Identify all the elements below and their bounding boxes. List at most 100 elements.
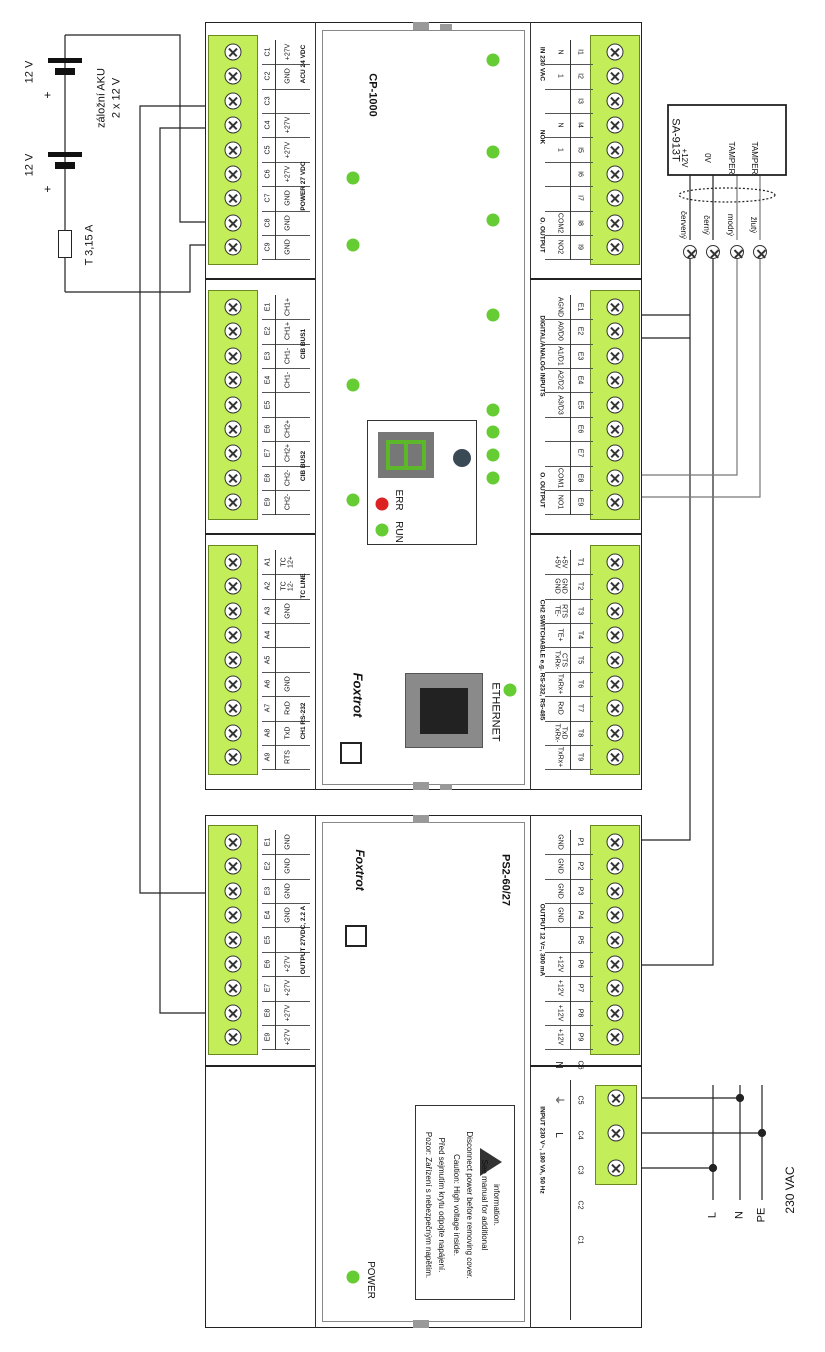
- terminal-screw-a4[interactable]: [224, 626, 242, 644]
- terminal-screw-p2[interactable]: [606, 857, 624, 875]
- terminal-screw-p6[interactable]: [606, 955, 624, 973]
- signal-label: TE+: [556, 628, 564, 642]
- terminal-screw-e5[interactable]: [606, 396, 624, 414]
- terminal-screw-t5[interactable]: [606, 651, 624, 669]
- terminal-screw-e6[interactable]: [224, 420, 242, 438]
- terminal-screw-t8[interactable]: [606, 724, 624, 742]
- pin-number: E1: [576, 302, 584, 312]
- pin-divider: [262, 343, 310, 345]
- pin-number: E3: [576, 351, 584, 361]
- terminal-screw-e8[interactable]: [606, 469, 624, 487]
- warning-text-line: information.: [492, 1184, 501, 1226]
- terminal-screw-c9[interactable]: [224, 238, 242, 256]
- terminal-screw-e5[interactable]: [224, 931, 242, 949]
- terminal-screw-c4[interactable]: [224, 116, 242, 134]
- pin-number: P6: [576, 959, 584, 969]
- terminal-screw-t7[interactable]: [606, 699, 624, 717]
- terminal-screw-e3[interactable]: [606, 347, 624, 365]
- terminal-screw-p8[interactable]: [606, 1004, 624, 1022]
- terminal-screw-a8[interactable]: [224, 724, 242, 742]
- terminal-screw-a5[interactable]: [224, 651, 242, 669]
- terminal-screw-e5[interactable]: [224, 396, 242, 414]
- terminal-screw-i5[interactable]: [606, 141, 624, 159]
- terminal-screw-e9[interactable]: [606, 493, 624, 511]
- terminal-screw-i1[interactable]: [606, 43, 624, 61]
- terminal-screw-p9[interactable]: [606, 1028, 624, 1046]
- terminal-screw-e6[interactable]: [606, 420, 624, 438]
- terminal-screw-a1[interactable]: [224, 553, 242, 571]
- terminal-screw-e2[interactable]: [606, 322, 624, 340]
- terminal-screw-p7[interactable]: [606, 979, 624, 997]
- terminal-screw-c2[interactable]: [224, 67, 242, 85]
- pin-number: A4: [264, 630, 272, 640]
- terminal-screw-e4[interactable]: [606, 371, 624, 389]
- terminal-screw-a3[interactable]: [224, 602, 242, 620]
- terminal-screw-c7[interactable]: [224, 189, 242, 207]
- ethernet-port[interactable]: [405, 673, 483, 748]
- terminal-screw-c4[interactable]: [607, 1159, 625, 1177]
- terminal-screw-i8[interactable]: [606, 214, 624, 232]
- terminal-screw-e1[interactable]: [224, 833, 242, 851]
- pin-number: E6: [264, 959, 272, 969]
- mains-line-label: L: [706, 1211, 719, 1219]
- terminal-screw-i7[interactable]: [606, 189, 624, 207]
- terminal-screw-t3[interactable]: [606, 602, 624, 620]
- terminal-screw-c5[interactable]: [224, 141, 242, 159]
- terminal-screw-e9[interactable]: [224, 493, 242, 511]
- terminal-screw-e4[interactable]: [224, 906, 242, 924]
- terminal-screw-e4[interactable]: [224, 371, 242, 389]
- terminal-screw-e8[interactable]: [224, 469, 242, 487]
- terminal-screw-e2[interactable]: [224, 857, 242, 875]
- pin-divider: [262, 64, 310, 66]
- terminal-screw-e3[interactable]: [224, 882, 242, 900]
- pin-divider: [262, 368, 310, 369]
- terminal-screw-p5[interactable]: [606, 931, 624, 949]
- terminal-screw-a9[interactable]: [224, 748, 242, 766]
- terminal-screw-e1[interactable]: [224, 298, 242, 316]
- terminal-screw-a7[interactable]: [224, 699, 242, 717]
- pin-divider: [262, 951, 310, 953]
- terminal-screw-t1[interactable]: [606, 553, 624, 571]
- group-label: OUTPUT 12 V=, 300 mA: [538, 903, 546, 976]
- terminal-screw-c6[interactable]: [607, 1089, 625, 1107]
- pin-number: I3: [576, 97, 584, 104]
- terminal-screw-e1[interactable]: [606, 298, 624, 316]
- tecomat-logo-icon: [345, 925, 367, 947]
- terminal-screw-c1[interactable]: [224, 43, 242, 61]
- terminal-screw-p3[interactable]: [606, 882, 624, 900]
- reset-button[interactable]: [453, 449, 471, 467]
- pin-divider: [262, 319, 310, 321]
- terminal-screw-i6[interactable]: [606, 165, 624, 183]
- terminal-screw-t4[interactable]: [606, 626, 624, 644]
- terminal-screw-t6[interactable]: [606, 675, 624, 693]
- terminal-screw-e9[interactable]: [224, 1028, 242, 1046]
- terminal-screw-e8[interactable]: [224, 1004, 242, 1022]
- terminal-screw-e7[interactable]: [606, 444, 624, 462]
- terminal-screw-t2[interactable]: [606, 577, 624, 595]
- terminal-screw-c8[interactable]: [224, 214, 242, 232]
- terminal-screw-p4[interactable]: [606, 906, 624, 924]
- terminal-screw-c3[interactable]: [224, 92, 242, 110]
- terminal-screw-i3[interactable]: [606, 92, 624, 110]
- terminal-screw-i2[interactable]: [606, 67, 624, 85]
- terminal-screw-e2[interactable]: [224, 322, 242, 340]
- signal-label: +27V: [284, 141, 292, 158]
- pin-divider: [545, 1049, 593, 1051]
- terminal-screw-e7[interactable]: [224, 979, 242, 997]
- terminal-screw-i4[interactable]: [606, 116, 624, 134]
- terminal-screw-i9[interactable]: [606, 238, 624, 256]
- terminal-screw-t9[interactable]: [606, 748, 624, 766]
- terminal-screw-a2[interactable]: [224, 577, 242, 595]
- terminal-screw-a6[interactable]: [224, 675, 242, 693]
- terminal-screw-e7[interactable]: [224, 444, 242, 462]
- terminal-screw-c6[interactable]: [224, 165, 242, 183]
- terminal-screw-p1[interactable]: [606, 833, 624, 851]
- signal-label: +12V: [556, 955, 564, 973]
- terminal-screw-e6[interactable]: [224, 955, 242, 973]
- terminal-screw-c5[interactable]: [607, 1124, 625, 1142]
- pin-divider: [545, 490, 593, 491]
- pin-number: E6: [576, 424, 584, 434]
- terminal-screw-e3[interactable]: [224, 347, 242, 365]
- pin-divider: [262, 259, 310, 261]
